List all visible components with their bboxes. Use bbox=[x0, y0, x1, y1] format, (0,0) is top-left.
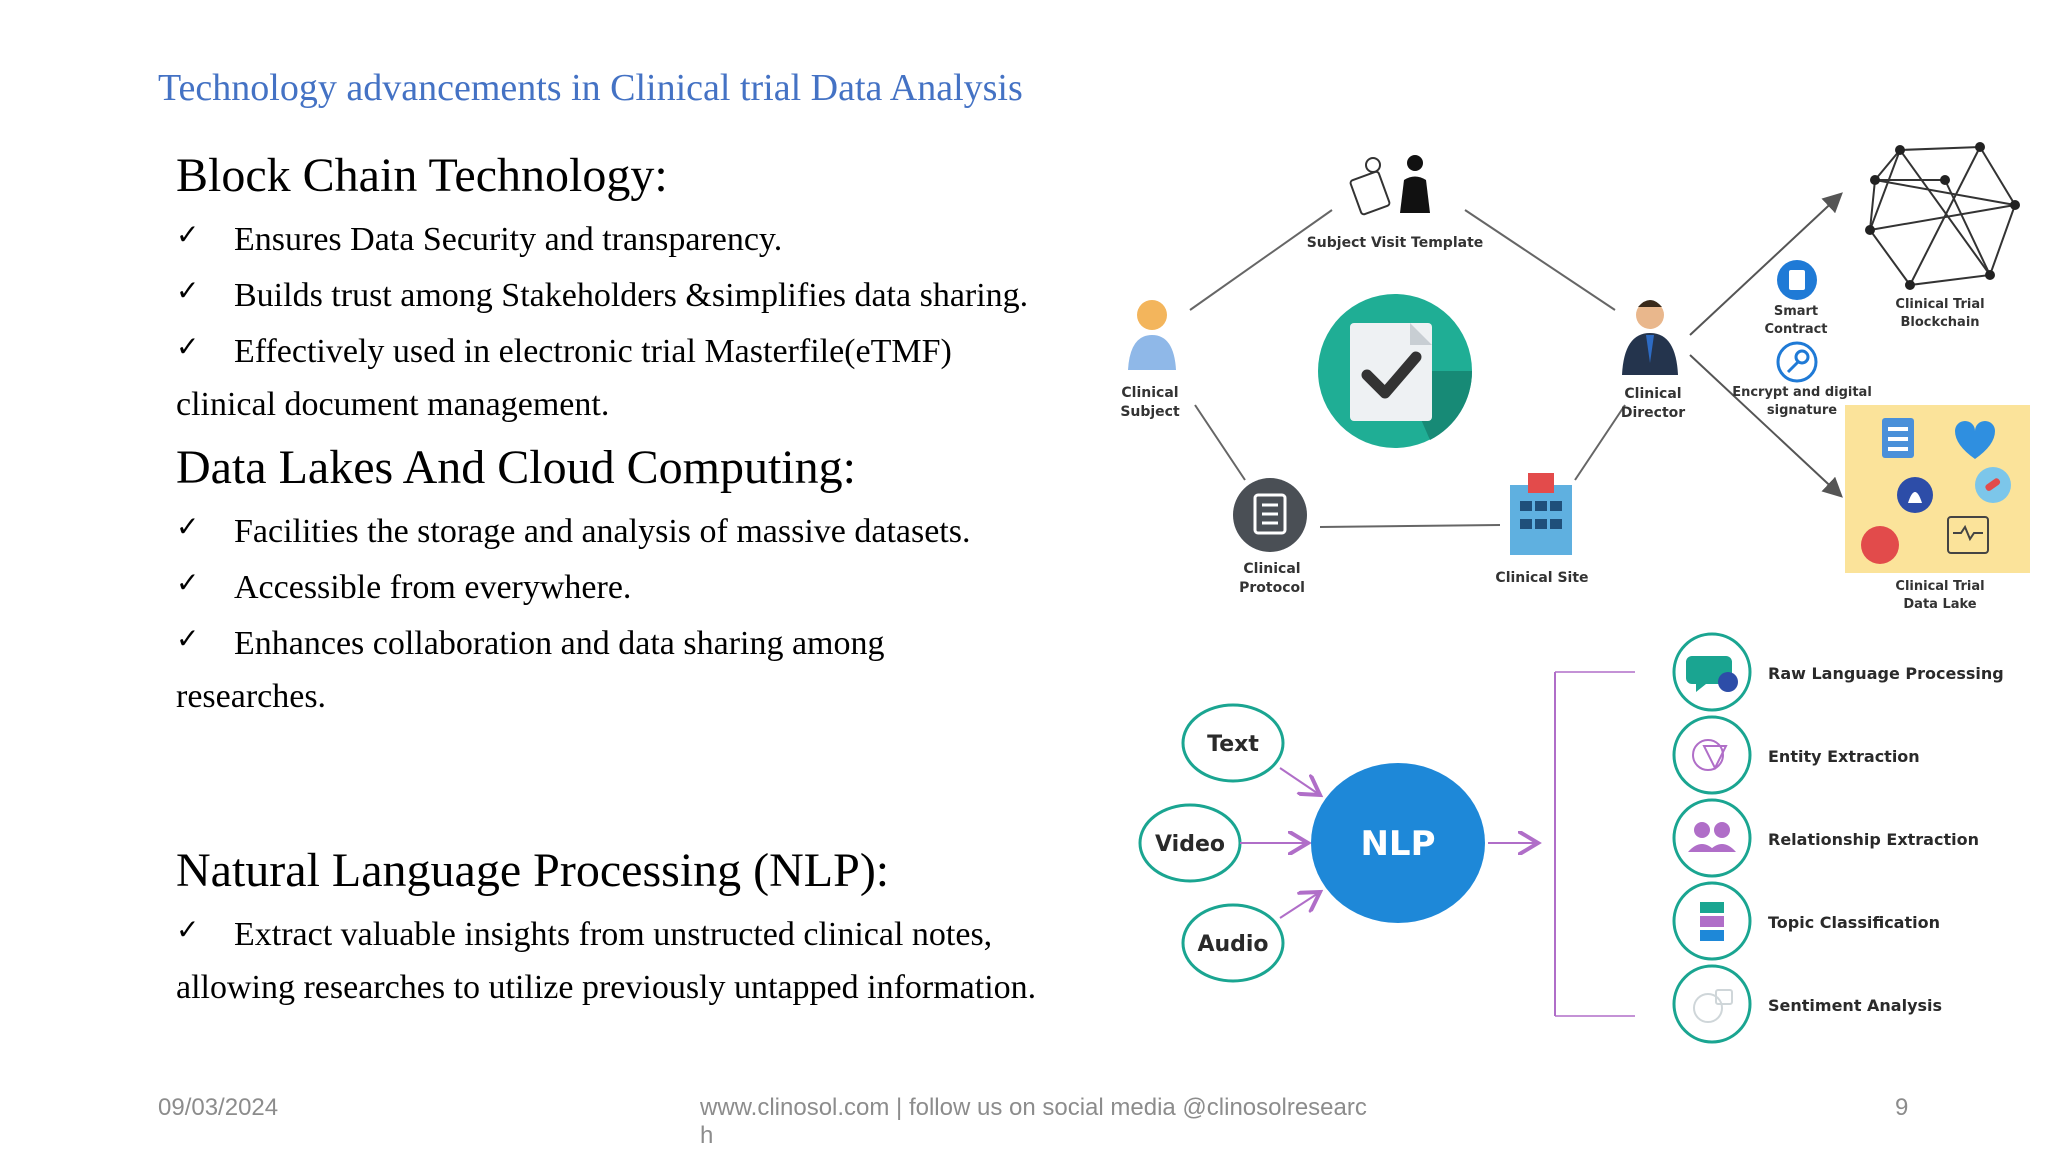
datalake-label-1: Clinical Trial bbox=[1895, 579, 1984, 594]
bullet-text: Effectively used in electronic trial Mas… bbox=[234, 333, 952, 370]
clinical-director-icon bbox=[1622, 300, 1678, 375]
clinical-protocol-label-2: Protocol bbox=[1239, 580, 1305, 596]
blockchain-bullet-1: ✓ Ensures Data Security and transparency. bbox=[176, 218, 782, 259]
audio-input-bubble bbox=[1181, 903, 1285, 983]
output-label-5: Sentiment Analysis bbox=[1768, 996, 1942, 1015]
clinical-subject-icon bbox=[1128, 300, 1176, 370]
bullet-text: Enhances collaboration and data sharing … bbox=[234, 625, 885, 662]
footer-date: 09/03/2024 bbox=[158, 1094, 279, 1121]
output-label-1: Raw Language Processing bbox=[1768, 664, 2004, 683]
clinical-protocol-label-1: Clinical bbox=[1243, 561, 1300, 577]
blockchain-network-icon bbox=[1868, 145, 2017, 287]
nlp-heading: Natural Language Processing (NLP): bbox=[176, 844, 890, 897]
subject-visit-template-icon bbox=[1349, 155, 1430, 216]
page-number: 9 bbox=[1895, 1094, 1909, 1121]
check-icon: ✓ bbox=[176, 274, 200, 307]
encrypt-label-2: signature bbox=[1767, 403, 1837, 418]
sentiment-analysis-icon bbox=[1672, 964, 1752, 1044]
smart-contract-label-2: Contract bbox=[1764, 322, 1827, 337]
nlp-diagram: Text Video Audio NLP Raw Language Proces… bbox=[1138, 632, 2004, 1044]
blockchain-label-1: Clinical Trial bbox=[1895, 297, 1984, 312]
audio-input-label: Audio bbox=[1197, 932, 1268, 957]
nlp-core-label: NLP bbox=[1360, 824, 1435, 864]
output-label-4: Topic Classification bbox=[1768, 913, 1940, 932]
clinical-site-hospital-icon bbox=[1510, 473, 1572, 555]
clinical-subject-label-2: Subject bbox=[1120, 404, 1180, 420]
bullet-text: Builds trust among Stakeholders &simplif… bbox=[234, 277, 1029, 314]
clinical-blockchain-diagram: Subject Visit Template Clinical Subject … bbox=[1120, 142, 2030, 612]
nlp-bullet-1: ✓ Extract valuable insights from unstruct… bbox=[176, 913, 992, 954]
entity-extraction-icon bbox=[1672, 715, 1752, 795]
blockchain-bullet-3: ✓ Effectively used in electronic trial Ma… bbox=[176, 330, 952, 371]
key-icon bbox=[1776, 341, 1818, 383]
clinical-protocol-icon bbox=[1233, 478, 1307, 552]
blockchain-heading: Block Chain Technology: bbox=[176, 149, 668, 202]
check-icon: ✓ bbox=[176, 913, 200, 946]
smart-contract-label-1: Smart bbox=[1774, 304, 1818, 319]
footer-website-line-1: www.clinosol.com | follow us on social m… bbox=[700, 1094, 1367, 1121]
data-lake-panel bbox=[1845, 405, 2030, 573]
subject-visit-template-label: Subject Visit Template bbox=[1307, 235, 1484, 251]
datalakes-heading: Data Lakes And Cloud Computing: bbox=[176, 441, 856, 494]
blockchain-bullet-3-continued: clinical document management. bbox=[176, 386, 610, 423]
bullet-text: Ensures Data Security and transparency. bbox=[234, 221, 783, 258]
bullet-text: Accessible from everywhere. bbox=[234, 569, 632, 606]
nlp-core-circle bbox=[1311, 763, 1485, 923]
text-input-label: Text bbox=[1207, 732, 1259, 757]
bullet-text: Extract valuable insights from unstructe… bbox=[234, 916, 993, 953]
datalake-label-2: Data Lake bbox=[1903, 597, 1976, 612]
clinical-director-label-2: Director bbox=[1621, 405, 1685, 421]
encrypt-label-1: Encrypt and digital bbox=[1732, 385, 1872, 400]
blockchain-label-2: Blockchain bbox=[1900, 315, 1979, 330]
check-icon: ✓ bbox=[176, 330, 200, 363]
datalakes-bullet-3-continued: researches. bbox=[176, 678, 327, 715]
datalakes-bullet-3: ✓ Enhances collaboration and data sharing… bbox=[176, 622, 885, 663]
bullet-text: Facilities the storage and analysis of m… bbox=[234, 513, 971, 550]
blockchain-nodes bbox=[1865, 142, 2020, 290]
output-label-2: Entity Extraction bbox=[1768, 747, 1920, 766]
check-icon: ✓ bbox=[176, 622, 200, 655]
blockchain-bullet-2: ✓ Builds trust among Stakeholders &simpli… bbox=[176, 274, 1028, 315]
slide-title: Technology advancements in Clinical tria… bbox=[158, 67, 1023, 109]
check-icon: ✓ bbox=[176, 218, 200, 251]
checked-document-icon bbox=[1318, 294, 1473, 448]
check-icon: ✓ bbox=[176, 510, 200, 543]
output-label-3: Relationship Extraction bbox=[1768, 830, 1979, 849]
clinical-site-label: Clinical Site bbox=[1495, 570, 1588, 586]
text-input-bubble bbox=[1181, 703, 1285, 783]
check-icon: ✓ bbox=[176, 566, 200, 599]
clinical-subject-label-1: Clinical bbox=[1121, 385, 1178, 401]
smart-contract-icon bbox=[1777, 260, 1817, 300]
nlp-bullet-1-continued: allowing researches to utilize previousl… bbox=[176, 969, 1037, 1006]
relationship-extraction-icon bbox=[1672, 798, 1752, 878]
video-input-label: Video bbox=[1155, 832, 1225, 857]
datalakes-bullet-1: ✓ Facilities the storage and analysis of … bbox=[176, 510, 970, 551]
footer-website: www.clinosol.com | follow us on social m… bbox=[700, 1094, 1367, 1150]
clinical-director-label-1: Clinical bbox=[1624, 386, 1681, 402]
topic-classification-icon bbox=[1672, 881, 1752, 961]
raw-language-processing-icon bbox=[1672, 632, 1752, 712]
datalakes-bullet-2: ✓ Accessible from everywhere. bbox=[176, 566, 631, 607]
footer-website-line-2: h bbox=[700, 1122, 714, 1149]
